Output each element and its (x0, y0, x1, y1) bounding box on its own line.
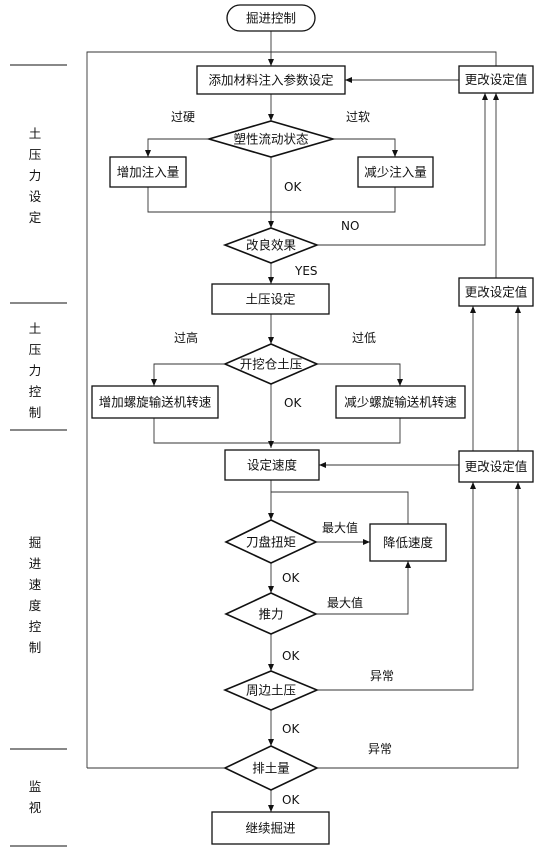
reduce-speed-box (369, 523, 447, 562)
edge-label-ok-5: OK (282, 722, 300, 736)
section-separators (10, 64, 67, 847)
section-label-monitoring: 监视 (29, 779, 42, 815)
change-setting-box-1 (458, 65, 534, 94)
continue-box (211, 811, 330, 845)
plastic-flow-label: 塑性流动状态 (233, 132, 308, 147)
decrease-injection-label: 减少注入量 (364, 165, 427, 180)
change-setting-box-3 (458, 450, 534, 483)
surrounding-pressure-label: 周边土压 (246, 683, 296, 698)
change-setting-box-2 (458, 277, 534, 307)
start-label: 掘进控制 (246, 11, 296, 26)
decrease-screw-label: 减少螺旋输送机转速 (344, 395, 457, 410)
chamber-pressure-decision (222, 343, 320, 385)
chamber-pressure-label: 开挖仓土压 (240, 357, 303, 372)
section-label-advance-speed-control: 掘进速度控制 (29, 535, 42, 655)
edge-label-abnormal-1: 异常 (370, 669, 394, 683)
increase-screw-label: 增加螺旋输送机转速 (99, 395, 212, 410)
decrease-screw-box (335, 385, 466, 419)
section-label-soil-pressure-control: 土压力控制 (29, 321, 42, 420)
change-setting-label-3: 更改设定值 (465, 459, 528, 474)
thrust-decision (224, 592, 318, 635)
decrease-injection-box (357, 156, 434, 188)
set-speed-label: 设定速度 (247, 458, 298, 473)
set-speed-box (224, 449, 320, 481)
edge-label-ok-6: OK (282, 793, 300, 807)
soil-pressure-set-label: 土压设定 (245, 292, 295, 307)
soil-pressure-set-box (211, 283, 330, 315)
change-setting-label-1: 更改设定值 (465, 72, 528, 87)
start-terminator (226, 4, 316, 32)
improvement-effect-label: 改良效果 (246, 238, 297, 253)
increase-injection-box (109, 156, 187, 188)
discharge-label: 排土量 (252, 761, 290, 776)
edge-label-too-soft: 过软 (346, 110, 370, 124)
surrounding-pressure-decision (222, 670, 320, 711)
edge-label-ok-1: OK (284, 180, 302, 194)
edge-label-ok-4: OK (282, 649, 300, 663)
increase-screw-box (91, 385, 219, 419)
cutter-torque-decision (224, 519, 318, 564)
edge-label-yes: YES (294, 264, 318, 278)
improvement-effect-decision (222, 227, 320, 264)
edge-label-too-low: 过低 (352, 331, 376, 345)
reduce-speed-label: 降低速度 (383, 535, 434, 550)
edge-label-max-2: 最大值 (327, 595, 363, 610)
edge-label-abnormal-2: 异常 (368, 742, 392, 756)
continue-label: 继续掘进 (245, 821, 296, 836)
edge-label-no: NO (341, 219, 359, 233)
plastic-flow-decision (206, 120, 336, 158)
section-label-soil-pressure-setting: 土压力设定 (29, 126, 42, 225)
cutter-torque-label: 刀盘扭矩 (246, 535, 296, 550)
edge-label-ok-3: OK (282, 571, 300, 585)
edge-label-too-high: 过高 (174, 330, 198, 345)
change-setting-label-2: 更改设定值 (465, 285, 528, 300)
discharge-decision (223, 745, 319, 791)
thrust-label: 推力 (258, 607, 283, 622)
connectors (86, 31, 521, 812)
increase-injection-label: 增加注入量 (117, 165, 180, 180)
add-material-box (196, 65, 346, 95)
edge-label-ok-2: OK (284, 396, 302, 410)
edge-label-too-hard: 过硬 (171, 110, 195, 124)
add-material-label: 添加材料注入参数设定 (208, 73, 333, 88)
edge-label-max-1: 最大值 (322, 520, 358, 535)
